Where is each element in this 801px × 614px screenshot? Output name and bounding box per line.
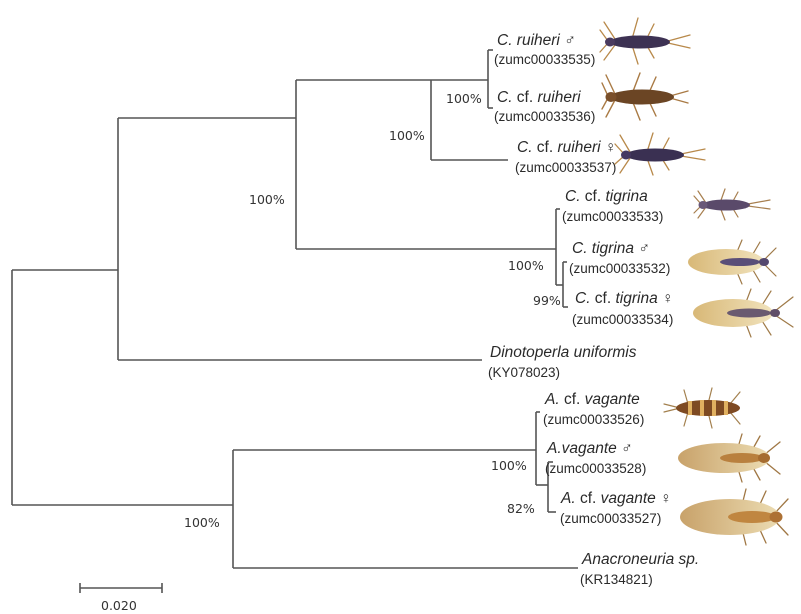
taxon-name: A. cf. vagante — [544, 391, 640, 408]
support-values: 100% 100% 100% 100% 99% 100% 82% 100% — [184, 91, 561, 530]
taxon-accession: (zumc00033536) — [494, 109, 595, 124]
taxon-name: C. cf. tigrina ♀ — [575, 290, 674, 307]
taxon-accession: (zumc00033526) — [543, 412, 644, 427]
taxon-accession: (zumc00033528) — [545, 461, 646, 476]
nymph-dark-purple-photo — [615, 133, 705, 175]
taxon-accession: (KR134821) — [580, 572, 653, 587]
taxon-accession: (KY078023) — [488, 365, 560, 380]
scale-bar-label: 0.020 — [101, 598, 137, 613]
taxon-accession: (zumc00033534) — [572, 312, 673, 327]
tree-branches — [12, 50, 578, 568]
taxon-accession: (zumc00033532) — [569, 261, 670, 276]
scale-bar: 0.020 — [80, 583, 162, 613]
taxon-accession: (zumc00033533) — [562, 209, 663, 224]
adult-winged-photo — [688, 240, 776, 284]
taxon-accession: (zumc00033537) — [515, 160, 616, 175]
support-value: 82% — [507, 501, 535, 516]
taxon-accession: (zumc00033527) — [560, 511, 661, 526]
taxon-name: C. ruiheri ♂ — [497, 32, 576, 49]
nymph-dark-purple-photo — [600, 18, 690, 64]
taxon-accession: (zumc00033535) — [494, 52, 595, 67]
nymph-dark-photo — [694, 189, 770, 220]
support-value: 100% — [446, 91, 482, 106]
support-value: 99% — [533, 293, 561, 308]
taxon-name: C. cf. tigrina — [565, 188, 648, 205]
nymph-banded-photo — [664, 388, 740, 428]
taxon-name: A. cf. vagante ♀ — [560, 490, 672, 507]
adult-winged-photo — [693, 289, 793, 337]
support-value: 100% — [491, 458, 527, 473]
support-value: 100% — [508, 258, 544, 273]
adult-winged-photo — [680, 489, 788, 545]
support-value: 100% — [184, 515, 220, 530]
adult-winged-photo — [678, 434, 780, 482]
taxon-name: Anacroneuria sp. — [581, 551, 699, 568]
support-value: 100% — [389, 128, 425, 143]
nymph-brown-photo — [602, 73, 688, 120]
support-value: 100% — [249, 192, 285, 207]
taxon-name: C. cf. ruiheri ♀ — [517, 139, 617, 156]
taxon-name: C. cf. ruiheri — [497, 89, 581, 106]
taxon-name: A.vagante ♂ — [546, 440, 633, 457]
taxon-name: Dinotoperla uniformis — [490, 344, 637, 361]
taxon-name: C. tigrina ♂ — [572, 240, 650, 257]
